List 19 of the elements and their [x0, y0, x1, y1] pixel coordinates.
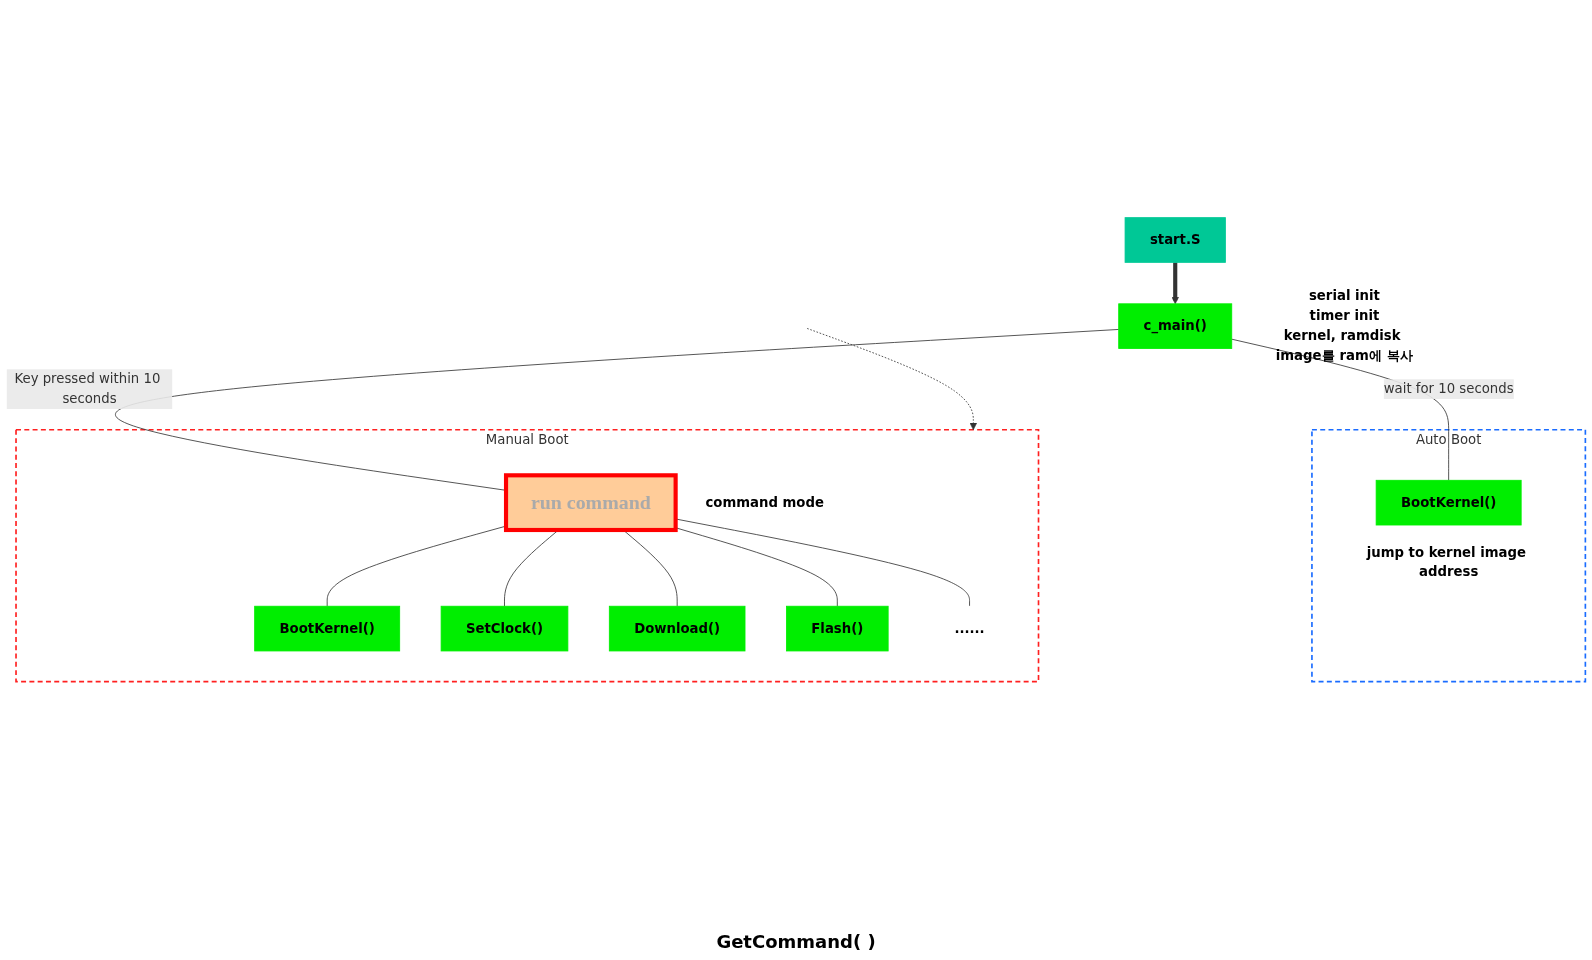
node-box: Flash() — [786, 606, 889, 652]
node-box: start.S — [1124, 217, 1226, 264]
edge-label: Key pressed within 10 seconds — [14, 371, 161, 407]
node-label: command mode — [705, 494, 824, 511]
edge-label: wait for 10 seconds — [1383, 381, 1514, 397]
node-box: Download() — [608, 606, 746, 652]
connector — [675, 518, 970, 607]
node-label: serial init — [1308, 288, 1380, 305]
function-label: GetCommand( ) — [716, 931, 876, 952]
arrow — [1171, 262, 1179, 305]
node-box: BootKernel() — [254, 606, 401, 652]
connector — [675, 527, 838, 607]
node-label: jump to kernel image address — [1366, 544, 1527, 581]
node-box: run command — [503, 473, 678, 533]
node-text: ...... — [954, 620, 985, 637]
node-box: SetClock() — [440, 606, 569, 652]
node-box: BootKernel() — [1375, 480, 1522, 526]
node-box: c_main() — [1118, 303, 1233, 350]
node-label: timer init — [1309, 308, 1380, 325]
